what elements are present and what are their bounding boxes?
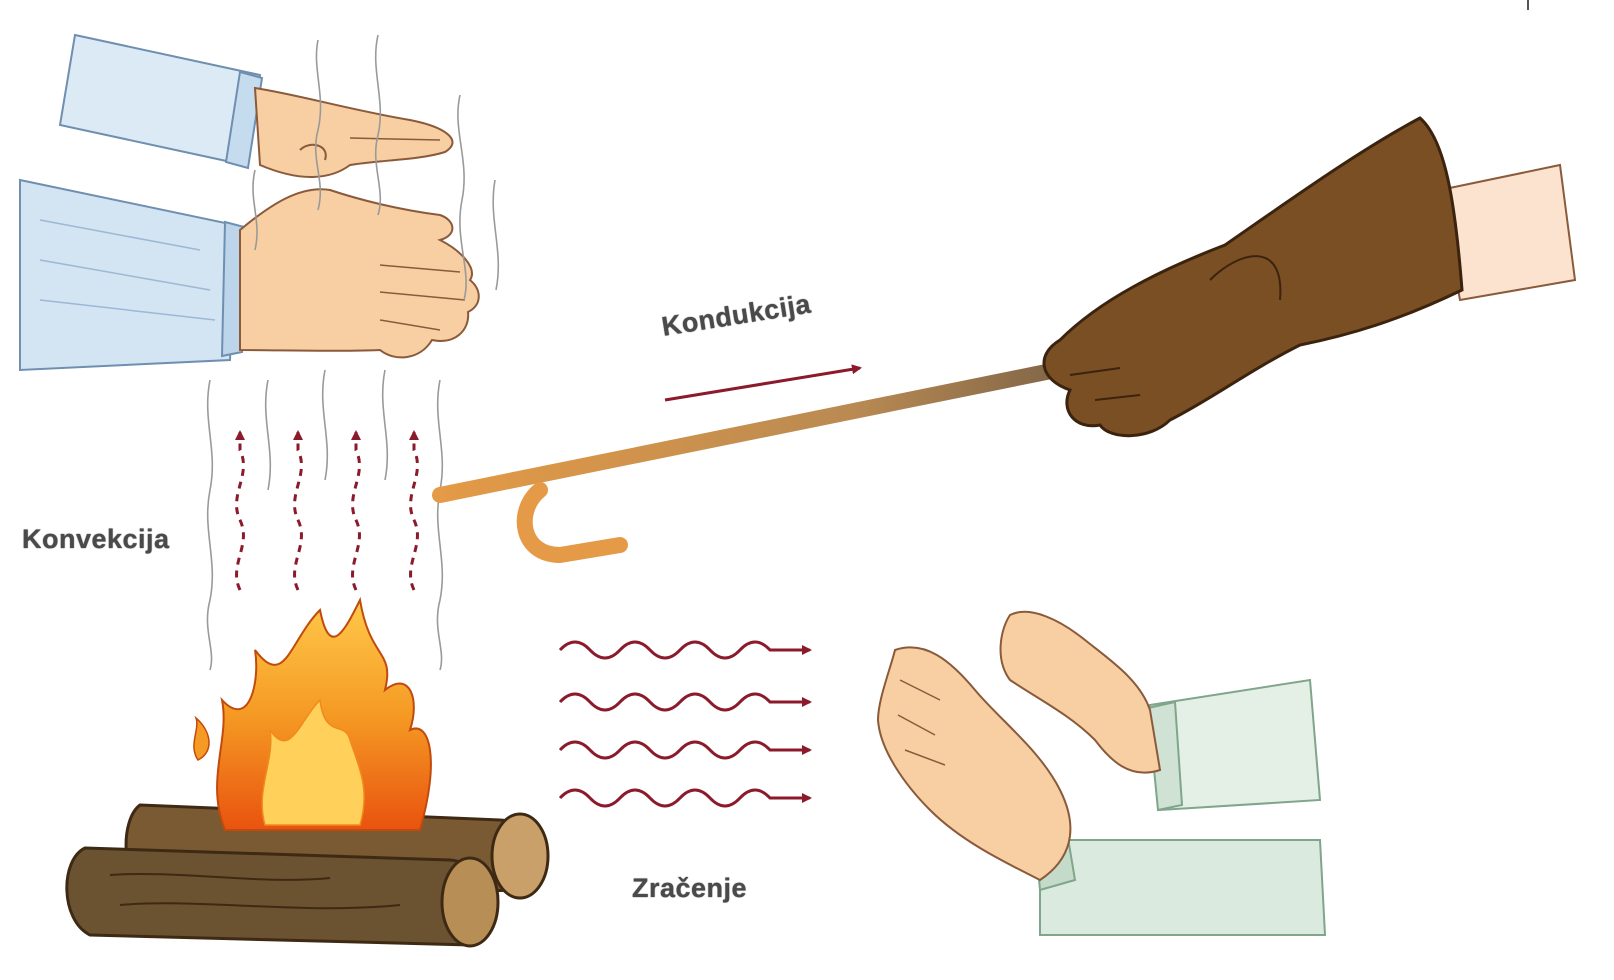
convection-hands-icon xyxy=(20,35,479,370)
convection-label: Konvekcija xyxy=(22,524,170,555)
warming-hands-icon xyxy=(878,612,1325,935)
radiation-label: Zračenje xyxy=(632,873,747,904)
conduction-arrow xyxy=(665,368,860,400)
gloved-hand-icon xyxy=(1044,118,1575,436)
campfire-icon xyxy=(67,600,548,946)
radiation-arrows xyxy=(560,642,810,806)
